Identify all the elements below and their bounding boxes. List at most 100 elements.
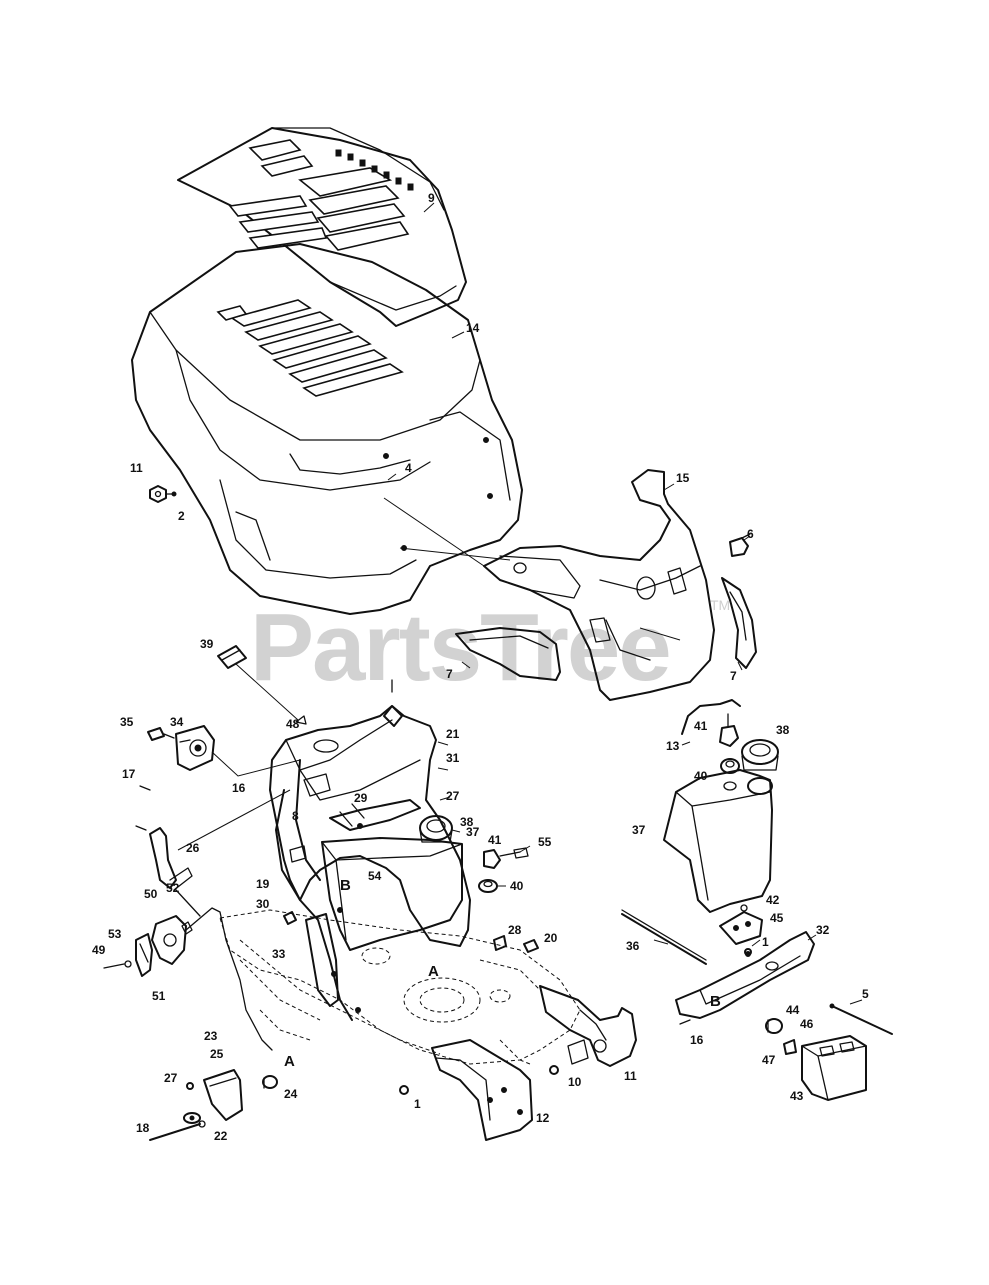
part-9-hood-insert <box>177 127 467 327</box>
part-38-fuel-cap-center <box>419 815 453 843</box>
part-43-battery <box>801 1035 867 1101</box>
part-39-clip <box>217 645 247 669</box>
assembly-letter-b-right: B <box>710 993 721 1010</box>
callout-leaders <box>387 202 863 1005</box>
part-37-fuel-tank-center <box>321 837 463 951</box>
part-16-screw-right <box>679 1019 691 1025</box>
part-29-31-bracket <box>329 799 421 831</box>
callout-43: 43 <box>790 1089 804 1103</box>
callout-2: 2 <box>178 509 185 523</box>
part-15-grille <box>483 469 715 701</box>
part-7-side-panel-left <box>455 627 561 681</box>
part-33-upright-support <box>305 913 361 1013</box>
part-22-washer <box>183 1112 201 1124</box>
hood-grille-slots <box>216 299 404 397</box>
part-35-key <box>147 727 175 741</box>
hood-insert-vents <box>228 139 410 251</box>
callout-11: 11 <box>130 461 143 475</box>
callout-33: 33 <box>272 947 286 961</box>
part-45-fuel-bracket <box>719 904 763 945</box>
callout-26: 26 <box>186 841 200 855</box>
callout-40-right: 40 <box>694 769 708 783</box>
part-1-nut-front <box>399 1085 409 1095</box>
part-18-bolt <box>149 1120 206 1141</box>
callout-23: 23 <box>204 1029 218 1043</box>
part-26-screw <box>135 825 147 831</box>
callout-41-center: 41 <box>488 833 502 847</box>
part-25-bracket <box>203 1069 243 1121</box>
callout-18: 18 <box>136 1121 150 1135</box>
callout-47: 47 <box>762 1053 776 1067</box>
callout-1-front: 1 <box>414 1097 421 1111</box>
callout-29: 29 <box>354 791 368 805</box>
part-27-nut <box>186 1082 194 1090</box>
callout-16-right: 16 <box>690 1033 704 1047</box>
callout-24: 24 <box>284 1087 298 1101</box>
callout-38-center: 38 <box>460 815 474 829</box>
callout-52: 52 <box>166 881 180 895</box>
assembly-letter-a-center: A <box>428 963 439 980</box>
part-46-47-spacer <box>783 1039 797 1055</box>
part-20-nut <box>523 939 539 953</box>
callout-40-center: 40 <box>510 879 524 893</box>
part-53-51-pawl <box>135 933 153 977</box>
part-1-nut-right <box>744 948 752 956</box>
watermark-trademark: TM <box>710 597 730 613</box>
part-48-screw <box>295 715 307 725</box>
callout-44: 44 <box>786 1003 800 1017</box>
part-30-nut <box>283 911 297 925</box>
callout-32: 32 <box>816 923 830 937</box>
callout-54: 54 <box>368 869 382 883</box>
part-17-screw <box>139 785 151 791</box>
callout-37-right: 37 <box>632 823 646 837</box>
part-14-hood <box>131 243 523 615</box>
callout-49: 49 <box>92 943 106 957</box>
part-6-push-pin <box>729 533 751 557</box>
callout-51: 51 <box>152 989 166 1003</box>
callout-45: 45 <box>770 911 784 925</box>
callout-37-center: 37 <box>466 825 480 839</box>
callout-35: 35 <box>120 715 134 729</box>
part-5-cable-tie <box>829 1003 893 1035</box>
callout-30: 30 <box>256 897 270 911</box>
part-52-spring <box>181 907 273 1051</box>
callout-25: 25 <box>210 1047 224 1061</box>
callout-53: 53 <box>108 927 122 941</box>
frame-chassis <box>219 909 581 1065</box>
part-11-2-nut-screw <box>149 485 177 503</box>
part-44-bushing <box>765 1018 783 1034</box>
callout-4: 4 <box>405 461 412 475</box>
part-41-55-valve-center <box>483 847 529 869</box>
part-28-screw <box>493 935 507 951</box>
callout-41-right: 41 <box>694 719 708 733</box>
callout-20: 20 <box>544 931 558 945</box>
watermark-text: PartsTree <box>250 594 670 701</box>
callout-48: 48 <box>286 717 300 731</box>
callout-16-left: 16 <box>232 781 246 795</box>
part-13-fuel-line <box>681 699 741 735</box>
part-24-bushing <box>262 1075 278 1089</box>
callout-42: 42 <box>766 893 780 907</box>
part-34-ignition-switch <box>175 725 215 771</box>
hood-insert-notches <box>335 149 414 191</box>
part-10-nut <box>549 1065 559 1075</box>
callout-15: 15 <box>676 471 690 485</box>
callout-9: 9 <box>428 191 435 205</box>
callout-7-left: 7 <box>446 667 453 681</box>
callout-13: 13 <box>666 739 680 753</box>
assembly-letter-b-center: B <box>340 877 351 894</box>
callout-28: 28 <box>508 923 522 937</box>
callout-34: 34 <box>170 715 184 729</box>
part-top-eyelet <box>383 705 403 727</box>
callout-6: 6 <box>747 527 754 541</box>
callout-21: 21 <box>446 727 460 741</box>
part-36-strap <box>621 909 707 965</box>
callout-27-bottom: 27 <box>164 1071 178 1085</box>
part-11-rear-bracket <box>539 985 637 1067</box>
part-7-side-panel-right <box>721 577 757 669</box>
callout-8: 8 <box>292 809 299 823</box>
part-38-fuel-cap-right <box>741 739 779 771</box>
callout-11-bracket: 11 <box>624 1069 637 1083</box>
